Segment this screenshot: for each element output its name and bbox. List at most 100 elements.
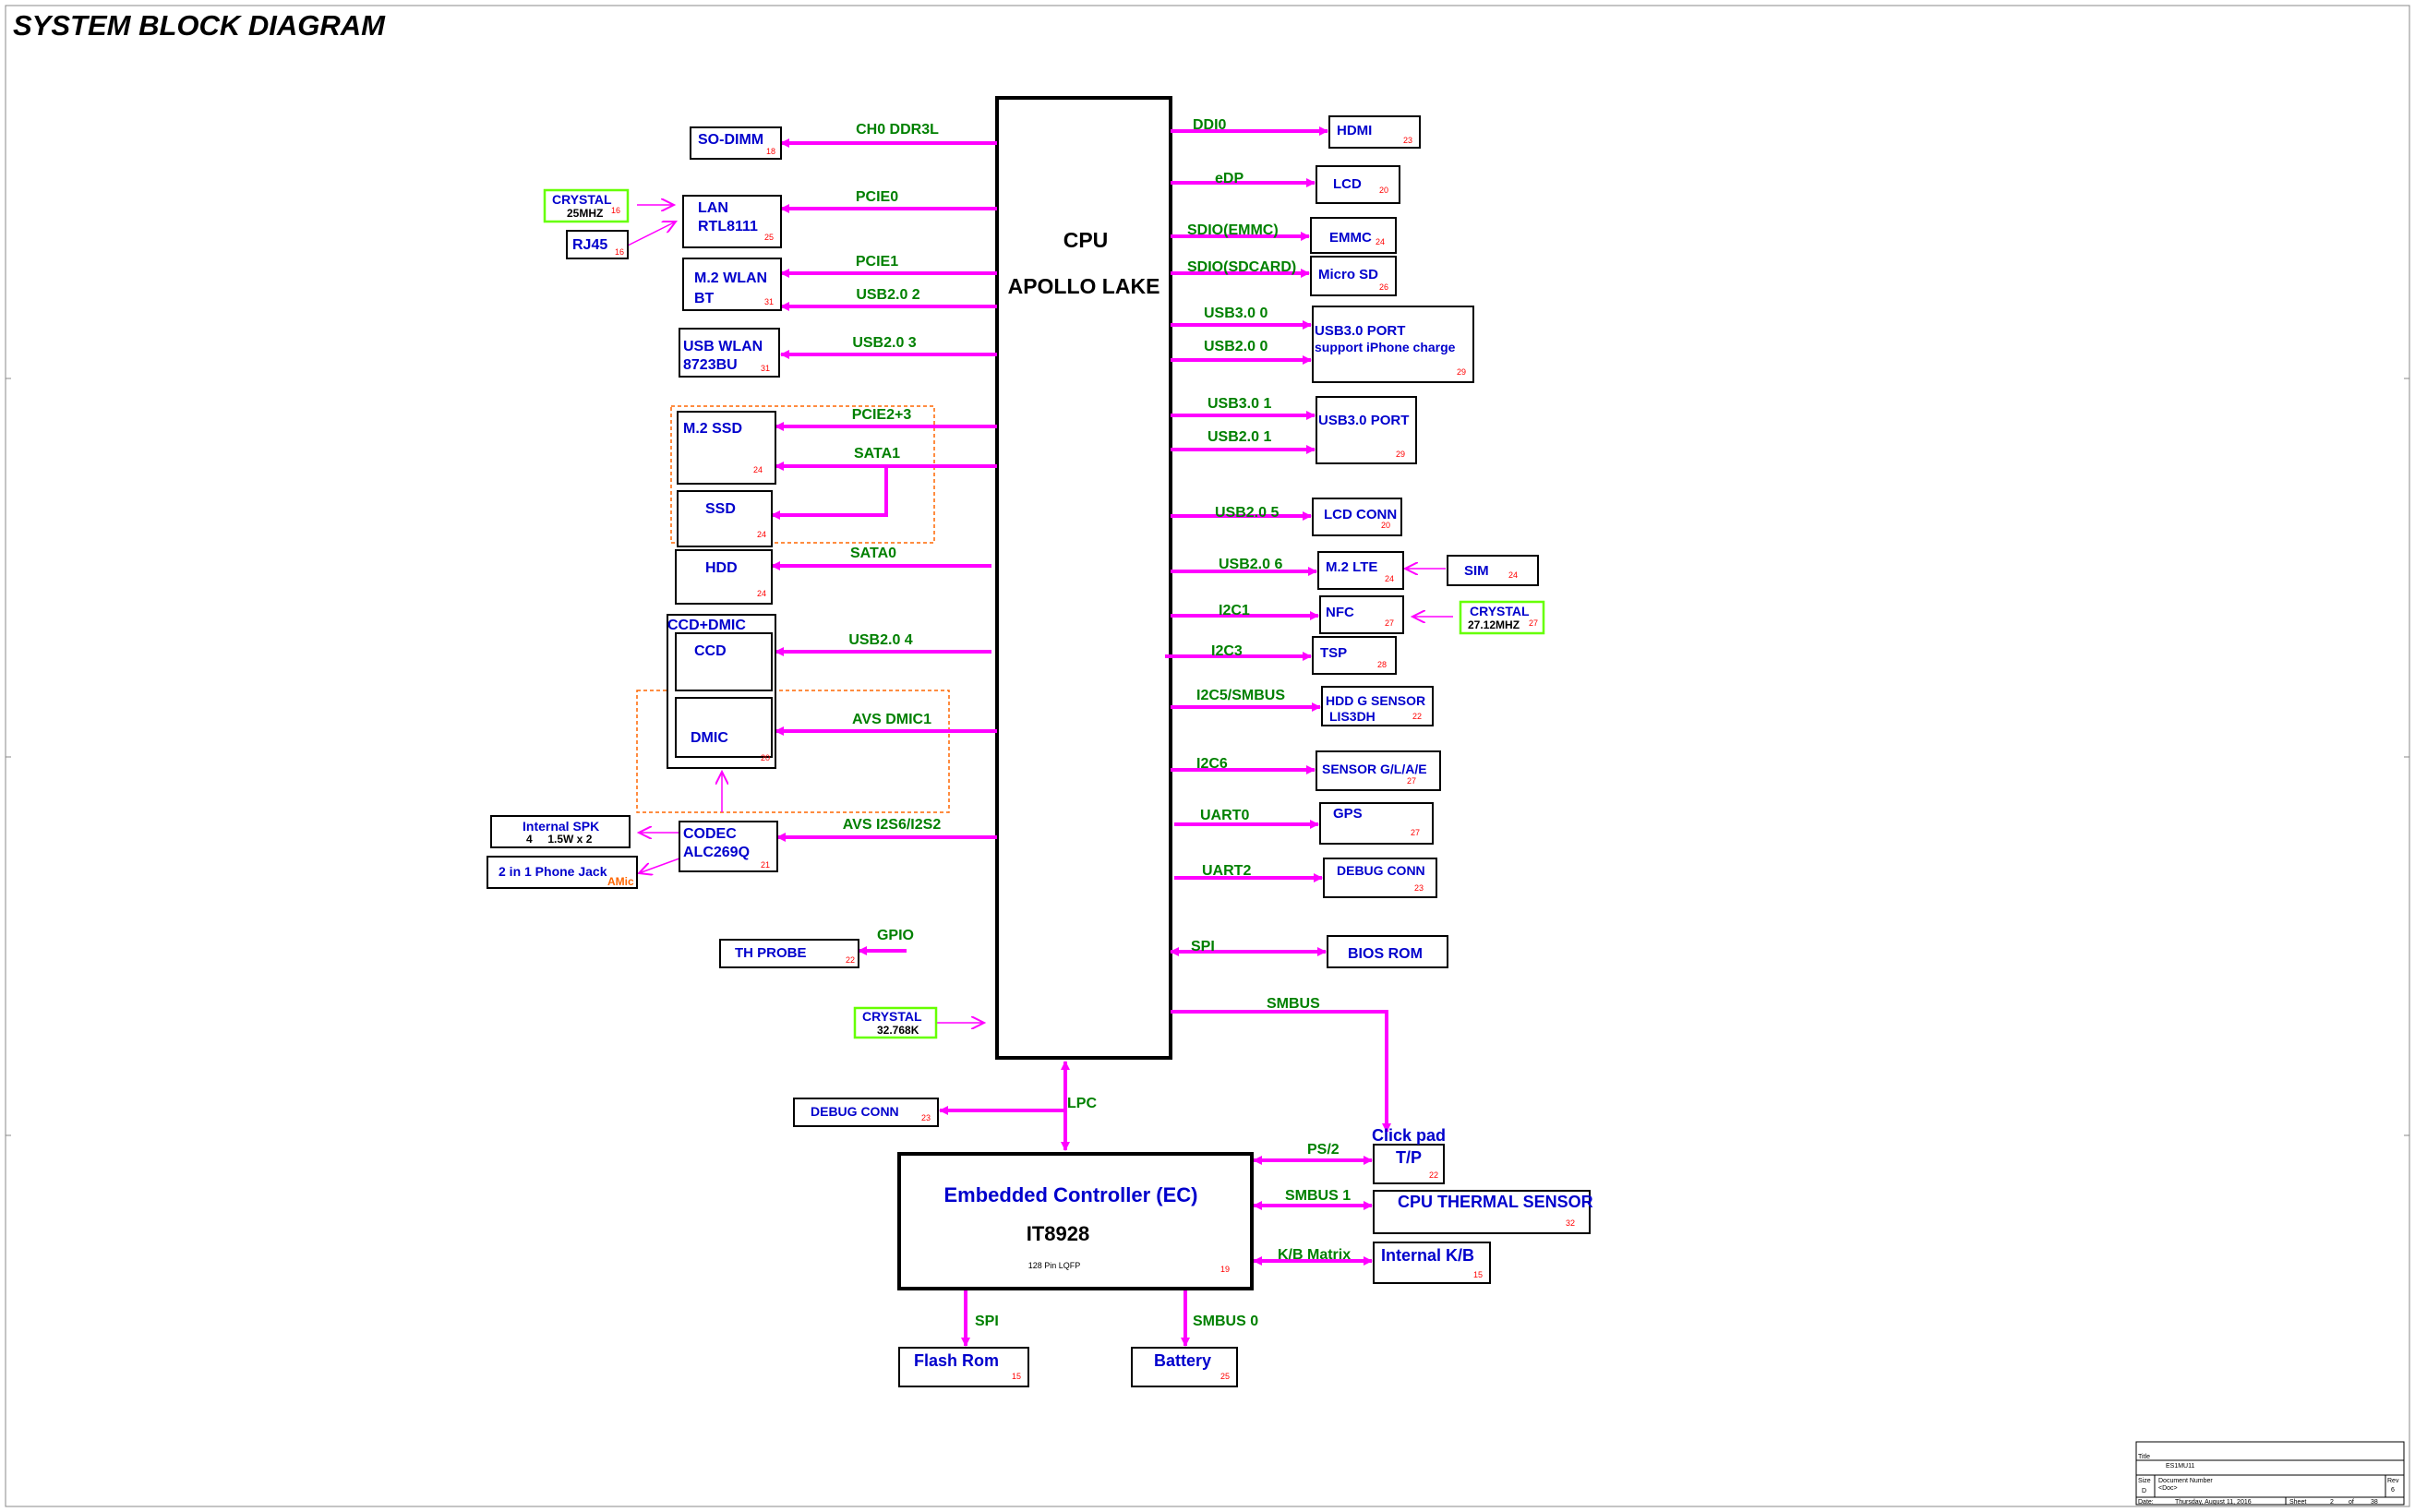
usbwlan-label: USB WLAN bbox=[683, 339, 763, 354]
ec-part: IT8928 bbox=[1027, 1222, 1090, 1245]
clickpad-block bbox=[1373, 1144, 1445, 1184]
lcdconn-block bbox=[1312, 498, 1402, 536]
spk-block bbox=[490, 815, 631, 848]
crystal32-freq: 32.768K bbox=[877, 1024, 919, 1037]
sodimm-label: SO-DIMM bbox=[698, 132, 763, 148]
hddg-block bbox=[1321, 686, 1434, 726]
crystal27-block bbox=[1459, 600, 1545, 635]
tb-rev-label: Rev bbox=[2387, 1478, 2399, 1484]
dmic-label: DMIC bbox=[691, 730, 728, 746]
thprobe-block bbox=[719, 939, 859, 968]
audio-group-outline bbox=[636, 690, 950, 813]
bus-label-sdiosd: SDIO(SDCARD) bbox=[1187, 259, 1296, 275]
bus-label-usb206: USB2.0 6 bbox=[1219, 557, 1282, 572]
m2lte-block bbox=[1317, 551, 1404, 590]
page-num: 24 bbox=[1385, 574, 1394, 583]
crystal25-freq: 25MHZ bbox=[567, 207, 603, 220]
page-num: 22 bbox=[846, 955, 855, 965]
page-num: 20 bbox=[1381, 521, 1390, 530]
lan-block bbox=[682, 195, 782, 248]
tsp-label: TSP bbox=[1320, 645, 1347, 661]
hddg-label2: LIS3DH bbox=[1329, 709, 1376, 724]
bus-label-uart0: UART0 bbox=[1200, 808, 1249, 823]
bus-label-usb205: USB2.0 5 bbox=[1215, 505, 1279, 521]
lan-label: LAN bbox=[698, 200, 728, 216]
page-num: 32 bbox=[1566, 1218, 1575, 1228]
page-num: 31 bbox=[761, 364, 770, 373]
lcd-label: LCD bbox=[1333, 176, 1362, 192]
page-num: 16 bbox=[615, 247, 624, 257]
codec-block bbox=[679, 821, 778, 872]
phonejack-label: 2 in 1 Phone Jack bbox=[499, 864, 607, 879]
tb-sheet-value: 2 bbox=[2330, 1499, 2334, 1506]
debugconn-right-block bbox=[1323, 858, 1437, 898]
page-num: 15 bbox=[1012, 1372, 1021, 1381]
tb-rev-value: 6 bbox=[2391, 1487, 2395, 1494]
bus-label-smbus: SMBUS bbox=[1267, 996, 1320, 1012]
tb-of-value: 38 bbox=[2371, 1499, 2378, 1506]
tb-doc-value: <Doc> bbox=[2158, 1485, 2178, 1492]
page-num: 18 bbox=[766, 147, 775, 156]
sodimm-block bbox=[690, 126, 782, 160]
crystal27-freq: 27.12MHZ bbox=[1468, 618, 1520, 631]
bus-label-usb200: USB2.0 0 bbox=[1204, 339, 1268, 354]
bus-label-i2c5: I2C5/SMBUS bbox=[1196, 688, 1285, 703]
page-num: 23 bbox=[921, 1113, 931, 1122]
hdd-label: HDD bbox=[705, 560, 738, 576]
emmc-label: EMMC bbox=[1329, 230, 1372, 246]
bus-label-smbus0: SMBUS 0 bbox=[1193, 1314, 1258, 1329]
usb30port1-block bbox=[1312, 306, 1474, 383]
sensor-block bbox=[1316, 750, 1441, 791]
phonejack-amic: AMic bbox=[607, 875, 634, 888]
ccd-block bbox=[675, 632, 773, 691]
bus-label-sata0: SATA0 bbox=[850, 546, 896, 561]
rj45-block bbox=[566, 230, 629, 259]
page-num: 20 bbox=[761, 753, 770, 762]
crystal25-label: CRYSTAL bbox=[552, 192, 612, 207]
page-num: 27 bbox=[1385, 618, 1394, 628]
gps-block bbox=[1319, 802, 1434, 845]
page-num: 24 bbox=[1376, 237, 1385, 246]
bus-label-usb202: USB2.0 2 bbox=[856, 287, 919, 303]
page-num: 27 bbox=[1529, 618, 1538, 628]
bus-label-usb301: USB3.0 1 bbox=[1208, 396, 1271, 412]
page-num: 23 bbox=[1414, 883, 1424, 893]
link-codec-jack bbox=[639, 858, 680, 873]
clickpad-label: Click pad bbox=[1372, 1126, 1446, 1145]
bus-label-sdioemmc: SDIO(EMMC) bbox=[1187, 222, 1279, 238]
codec-label: CODEC bbox=[683, 826, 737, 842]
bus-label-ps2: PS/2 bbox=[1307, 1142, 1340, 1158]
bus-label-i2c1: I2C1 bbox=[1219, 603, 1250, 618]
usb30port1-label2: support iPhone charge bbox=[1315, 340, 1456, 354]
lcdconn-label: LCD CONN bbox=[1324, 507, 1397, 522]
crystal25-block bbox=[543, 188, 630, 223]
page-num: 25 bbox=[764, 233, 774, 242]
nfc-block bbox=[1319, 595, 1404, 634]
tb-of-label: of bbox=[2349, 1499, 2354, 1506]
usb30port2-label: USB3.0 PORT bbox=[1318, 413, 1409, 428]
hdmi-block bbox=[1328, 115, 1421, 149]
cputhermal-label: CPU THERMAL SENSOR bbox=[1398, 1193, 1593, 1211]
emmc-block bbox=[1310, 217, 1397, 254]
usbwlan-block bbox=[679, 328, 780, 378]
page-title: SYSTEM BLOCK DIAGRAM bbox=[13, 9, 385, 42]
bus-label-usb203: USB2.0 3 bbox=[852, 335, 916, 351]
dmic-block bbox=[675, 697, 773, 758]
codec-label2: ALC269Q bbox=[683, 845, 750, 860]
bus-label-pcie23: PCIE2+3 bbox=[852, 407, 912, 423]
hddg-label: HDD G SENSOR bbox=[1326, 693, 1425, 708]
lan-label2: RTL8111 bbox=[698, 219, 758, 234]
bus-label-pcie0: PCIE0 bbox=[856, 189, 898, 205]
bus-label-ecspi: SPI bbox=[975, 1314, 999, 1329]
biosrom-block bbox=[1327, 935, 1448, 968]
tb-sheet-label: Sheet bbox=[2289, 1499, 2306, 1506]
page-num: 23 bbox=[1403, 136, 1412, 145]
page-num: 22 bbox=[1412, 712, 1422, 721]
ssd-label: SSD bbox=[705, 501, 736, 517]
tsp-block bbox=[1312, 636, 1397, 675]
bus-label-i2c3: I2C3 bbox=[1211, 643, 1243, 659]
m2lte-label: M.2 LTE bbox=[1326, 559, 1377, 575]
rj45-label: RJ45 bbox=[572, 237, 607, 253]
ec-package: 128 Pin LQFP bbox=[1028, 1261, 1081, 1270]
tb-size-label: Size bbox=[2138, 1478, 2151, 1484]
